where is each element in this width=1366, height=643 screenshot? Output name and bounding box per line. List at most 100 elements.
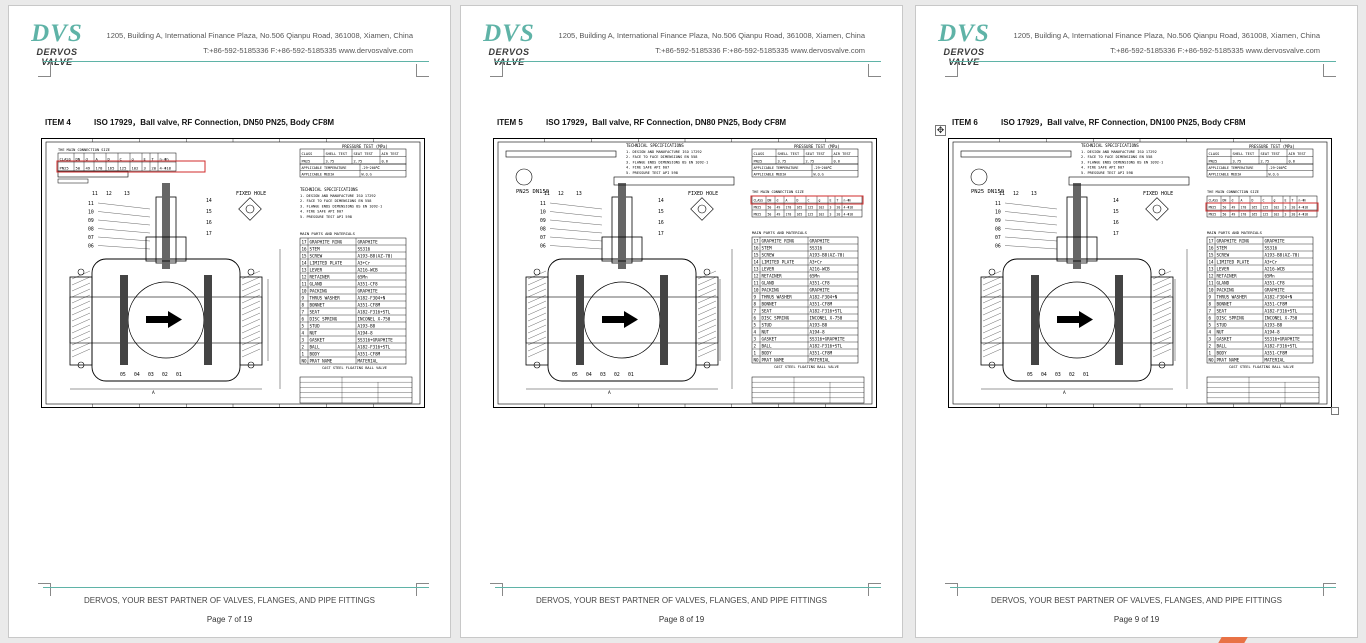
- tech-spec-title: TECHNICAL SPECIFICATIONS: [300, 187, 358, 192]
- right-flange: [1150, 276, 1174, 366]
- table-cell: 3: [302, 338, 305, 343]
- header-rule: [495, 61, 881, 62]
- table-cell: 0.6: [382, 160, 389, 164]
- part-callout: 15: [206, 209, 212, 215]
- tech-spec-line: 5. PRESSURE TEST API 598: [1081, 171, 1133, 175]
- lever-handle: [613, 176, 735, 186]
- table-cell: DN: [768, 199, 772, 203]
- table-cell: A194-8: [358, 331, 374, 336]
- title-block-frame: [1206, 376, 1320, 404]
- left-flange: [69, 276, 93, 366]
- part-callout: 11: [540, 201, 546, 207]
- tech-spec-line: 3. FLANGE ENDS DIMENSIONS BS EN 1092-1: [300, 204, 382, 208]
- hatch-line: [1152, 282, 1172, 292]
- footer-tagline: DERVOS, YOUR BEST PARTNER OF VALVES, FLA…: [990, 596, 1283, 605]
- hatch-line: [527, 312, 547, 322]
- table-cell: GRAPHITE: [1265, 288, 1286, 293]
- table-cell: g: [132, 157, 134, 162]
- leader-line: [549, 236, 603, 242]
- bonnet: [145, 236, 187, 262]
- crop-mark: [1323, 583, 1336, 596]
- hatch-line: [1152, 324, 1172, 334]
- hatch-line: [527, 324, 547, 334]
- table-cell: 9: [754, 295, 757, 300]
- part-callout: 01: [1083, 372, 1089, 378]
- table-cell: STEM: [762, 246, 773, 251]
- valve-title: CAST STEEL FLOATING BALL VALVE: [774, 365, 839, 369]
- table-cell: LIMITED PLATE: [310, 261, 343, 266]
- part-callout: 06: [995, 244, 1001, 250]
- valve-cross-section: A: [960, 150, 1190, 396]
- left-seat: [120, 275, 128, 365]
- table-cell: 14: [754, 260, 760, 265]
- document-page: DVS DERVOS VALVE 1205, Building A, Inter…: [915, 5, 1358, 638]
- table-cell: g: [819, 199, 821, 203]
- table-cell: AIR TEST: [382, 152, 400, 156]
- right-flange: [695, 276, 719, 366]
- connection-title: THE MAIN CONNECTION SIZE: [58, 148, 110, 152]
- tech-spec-line: 1. DESIGN AND MANUFACTURE ISO 17292: [626, 150, 702, 154]
- table-cell: PN25: [1209, 213, 1217, 217]
- flow-arrow-icon: [602, 316, 624, 323]
- crop-mark: [945, 583, 958, 596]
- hatch-line: [697, 348, 717, 358]
- table-cell: NUT: [310, 331, 318, 336]
- fixed-hole-diagram: [238, 197, 262, 221]
- footer-tagline: DERVOS, YOUR BEST PARTNER OF VALVES, FLA…: [83, 596, 376, 605]
- hatch-line: [697, 294, 717, 304]
- table-cell: W.O.G: [1269, 173, 1279, 177]
- table-cell: 7: [1209, 309, 1212, 314]
- table-cell: INCONEL X-750: [1265, 316, 1298, 321]
- hatch-line: [697, 312, 717, 322]
- hatch-line: [527, 348, 547, 358]
- table-cell: 4-Φ18: [1299, 206, 1309, 210]
- table-cell: PN25: [754, 160, 763, 164]
- table-cell: 178: [786, 206, 792, 210]
- part-callout: 04: [134, 372, 140, 378]
- part-callout: 14: [206, 198, 212, 204]
- table-cell: SEAT: [310, 310, 321, 315]
- top-view: [515, 168, 533, 186]
- table-cell: d: [1232, 199, 1234, 203]
- part-callout: 12: [1013, 191, 1019, 197]
- leader-line: [1004, 245, 1058, 250]
- parts-title: MAIN PARTS AND MATERIALS: [300, 231, 356, 236]
- part-callout: 13: [1031, 191, 1037, 197]
- right-seat: [204, 275, 212, 365]
- corner-decoration: [1218, 637, 1248, 643]
- hatch-line: [982, 336, 1002, 346]
- table-cell: BODY: [762, 351, 773, 356]
- image-resize-handle[interactable]: [1331, 407, 1339, 415]
- tech-spec-line: 2. FACE TO FACE DIMENSIONS EN 558: [1081, 155, 1152, 159]
- highlight-box: [750, 195, 864, 205]
- table-cell: 9: [302, 296, 305, 301]
- table-cell: STUD: [1217, 323, 1228, 328]
- table-cell: RETAINER: [310, 275, 331, 280]
- lever-handle: [505, 150, 617, 158]
- table-cell: SS316: [1265, 246, 1278, 251]
- table-cell: 165: [797, 213, 803, 217]
- hatch-line: [1152, 276, 1172, 286]
- header-address: 1205, Building A, International Finance …: [107, 28, 413, 58]
- table-cell: CLASS: [60, 157, 72, 162]
- hatch-line: [71, 324, 91, 334]
- table-cell: GLAND: [762, 281, 775, 286]
- table-cell: 65Mn: [358, 275, 369, 280]
- part-callout: 01: [176, 372, 182, 378]
- table-cell: 16: [1209, 246, 1215, 251]
- table-cell: SEAT TEST: [1261, 152, 1281, 156]
- image-move-handle-icon[interactable]: ✥: [935, 125, 946, 136]
- crop-mark: [945, 64, 958, 77]
- crop-mark: [868, 64, 881, 77]
- right-flange: [239, 276, 263, 366]
- table-cell: NUT: [762, 330, 770, 335]
- logo-text: DERVOS VALVE: [943, 47, 985, 67]
- hatch-line: [241, 342, 261, 352]
- left-flange: [980, 276, 1004, 366]
- table-cell: 14: [1209, 260, 1215, 265]
- table-cell: APPLICABLE TEMPERATURE: [754, 166, 799, 170]
- part-callout: 03: [600, 372, 606, 378]
